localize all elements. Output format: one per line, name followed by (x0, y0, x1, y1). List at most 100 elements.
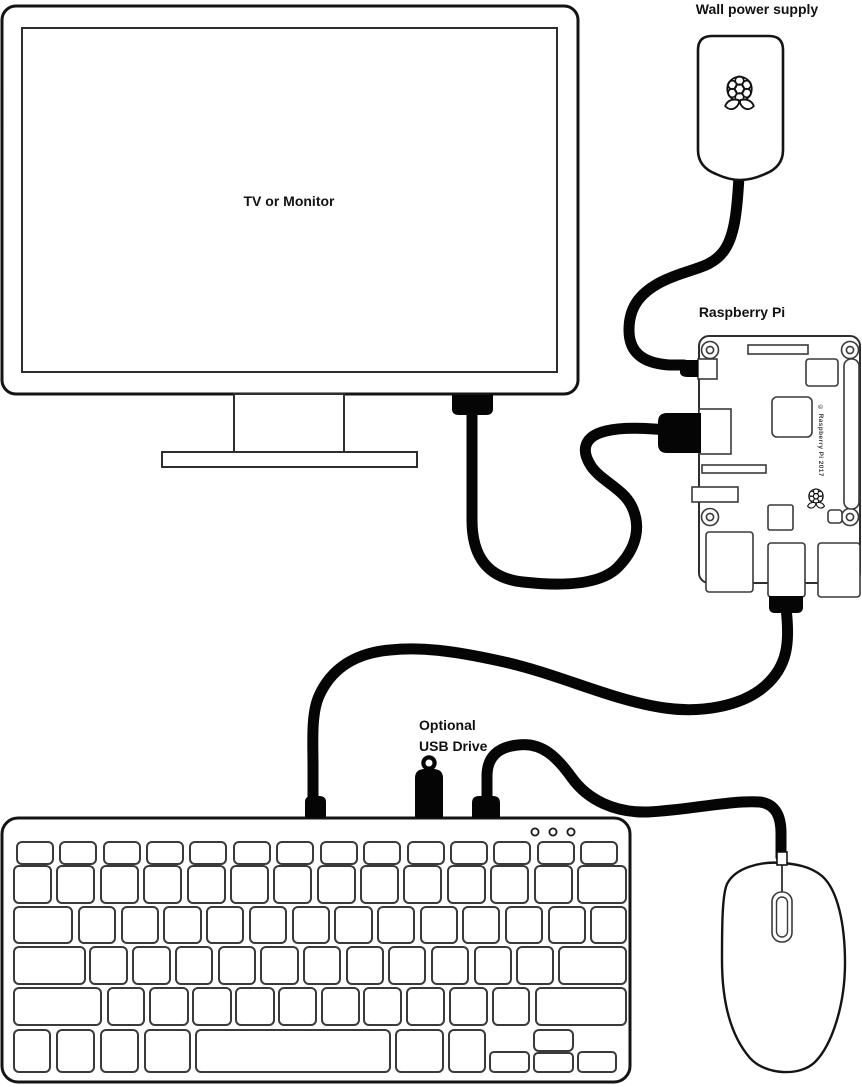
keyboard-key (13, 865, 52, 904)
keyboard-key (103, 841, 141, 865)
keyboard-key (447, 865, 486, 904)
mouse-cable-plug (472, 796, 500, 818)
monitor-stand (161, 393, 418, 468)
keyboard-key (363, 841, 401, 865)
keyboard-key (388, 946, 426, 985)
keyboard-key (533, 1052, 574, 1073)
keyboard-key (489, 1051, 530, 1073)
keyboard-key (448, 1029, 486, 1073)
keyboard-key (580, 841, 618, 865)
pi-power-plug (680, 360, 698, 377)
pi-hdmi-plug (658, 413, 701, 453)
keyboard-key (377, 906, 415, 944)
component-small (827, 509, 843, 524)
keyboard-key (187, 865, 226, 904)
keyboard-key (175, 946, 213, 985)
keyboard-key (100, 865, 139, 904)
mouse (720, 851, 847, 1074)
keyboard-key (121, 906, 159, 944)
usb-port-b (817, 542, 861, 598)
keyboard-key (56, 865, 95, 904)
keyboard-key (192, 987, 232, 1026)
audio-jack (691, 486, 739, 503)
mouse-scroll-wheel-inner (775, 896, 789, 938)
keyboard-key (143, 865, 182, 904)
tv-or-monitor (0, 4, 580, 396)
keyboard-key (490, 865, 529, 904)
keyboard-key (230, 865, 269, 904)
keyboard-key (235, 987, 275, 1026)
monitor-label: TV or Monitor (243, 193, 335, 209)
wall-power-supply (696, 34, 785, 182)
keyboard-key (149, 987, 189, 1026)
keyboard-key (218, 946, 256, 985)
keyboard-key (260, 946, 299, 985)
usb-controller-chip (805, 358, 839, 387)
keyboard-key (590, 906, 627, 944)
keyboard-key (558, 946, 627, 985)
ethernet-port (705, 531, 754, 593)
soc-chip (771, 396, 813, 438)
keyboard-key (107, 987, 145, 1026)
keyboard-cable-plug (305, 796, 326, 818)
pi-usb-plug (769, 596, 803, 613)
keyboard-key (577, 865, 627, 904)
keyboard-key (395, 1029, 444, 1073)
keyboard-key (334, 906, 373, 944)
gpio-header (843, 358, 860, 510)
keyboard-key (346, 946, 384, 985)
keyboard-key (59, 841, 97, 865)
keyboard-key (450, 841, 488, 865)
hdmi-cable (466, 404, 674, 590)
keyboard-key (276, 841, 314, 865)
usb-port-a (767, 542, 806, 598)
keyboard-key (505, 906, 543, 944)
keyboard-key (321, 987, 360, 1026)
keyboard-key (516, 946, 554, 985)
keyboard (0, 816, 632, 1084)
keyboard-key (537, 841, 575, 865)
mounting-holes (700, 340, 860, 527)
keyboard-key (278, 987, 317, 1026)
keyboard-key (13, 906, 73, 944)
keyboard-key (233, 841, 271, 865)
keyboard-key (206, 906, 244, 944)
keyboard-key (363, 987, 402, 1026)
keyboard-key (146, 841, 184, 865)
keyboard-key (492, 987, 530, 1026)
keyboard-key (360, 865, 399, 904)
camera-connector (747, 344, 809, 355)
mouse-cable (481, 739, 787, 863)
keyboard-key (449, 987, 488, 1026)
optional-usb-drive (415, 755, 443, 818)
keyboard-key (16, 841, 54, 865)
keyboard-key (420, 906, 458, 944)
keyboard-key (533, 1029, 574, 1052)
keyboard-key (273, 865, 312, 904)
keyboard-key (132, 946, 171, 985)
power-port (697, 358, 718, 380)
keyboard-key (474, 946, 512, 985)
keyboard-key (13, 1029, 51, 1073)
mouse-cable-connector (776, 851, 788, 866)
keyboard-key (462, 906, 500, 944)
keyboard-usb-cable (307, 602, 794, 808)
monitor-hdmi-plug (452, 395, 493, 415)
keyboard-key (56, 1029, 95, 1073)
raspberry-pi-label: Raspberry Pi (698, 304, 786, 320)
keyboard-key (534, 865, 573, 904)
keyboard-key (195, 1029, 391, 1073)
usb-drive-label: Optional USB Drive (419, 717, 488, 754)
keyboard-key (13, 987, 102, 1026)
keyboard-key (493, 841, 531, 865)
keyboard-key (13, 946, 86, 985)
keyboard-key (535, 987, 627, 1026)
board-copyright-text: © Raspberry Pi 2017 (817, 404, 824, 477)
keyboard-key (100, 1029, 139, 1073)
hdmi-port (698, 408, 732, 455)
keyboard-key (292, 906, 330, 944)
chip-small (767, 504, 794, 531)
keyboard-led-indicators (530, 827, 576, 837)
